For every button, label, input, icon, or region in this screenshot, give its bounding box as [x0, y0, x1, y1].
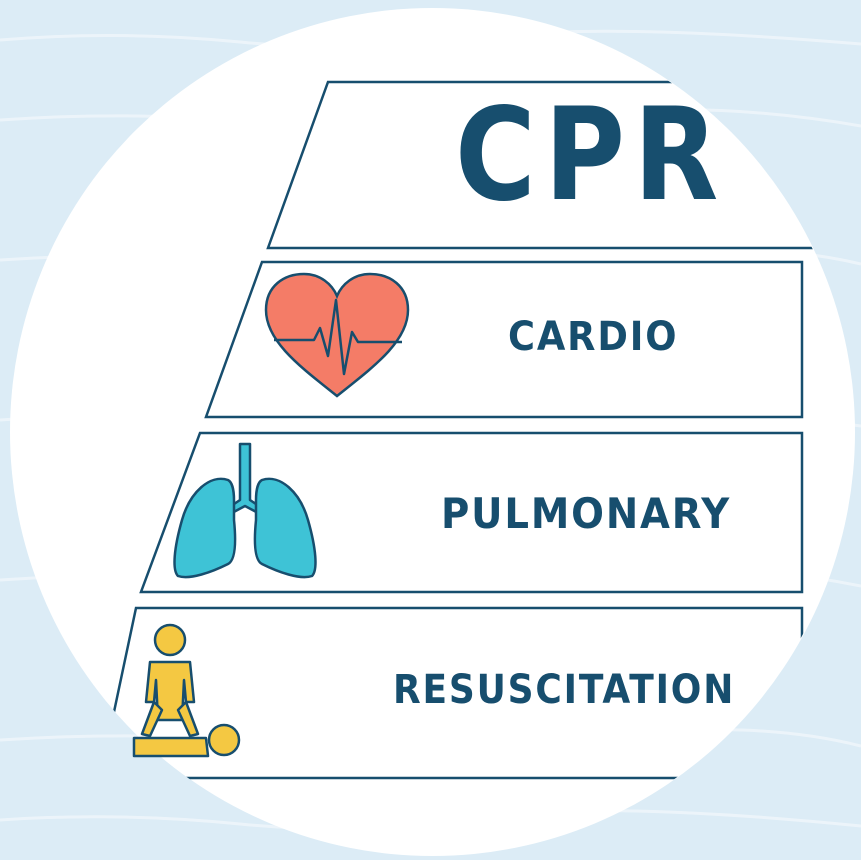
row-label-resuscitation: RESUSCITATION	[393, 667, 736, 713]
row-label-pulmonary: PULMONARY	[441, 489, 732, 538]
row-label-cardio: CARDIO	[508, 314, 679, 360]
person-giving-cpr-icon	[132, 623, 241, 758]
lungs-icon	[173, 442, 317, 579]
cpr-title: CPR	[455, 81, 728, 230]
heart-pulse-icon	[264, 272, 410, 398]
